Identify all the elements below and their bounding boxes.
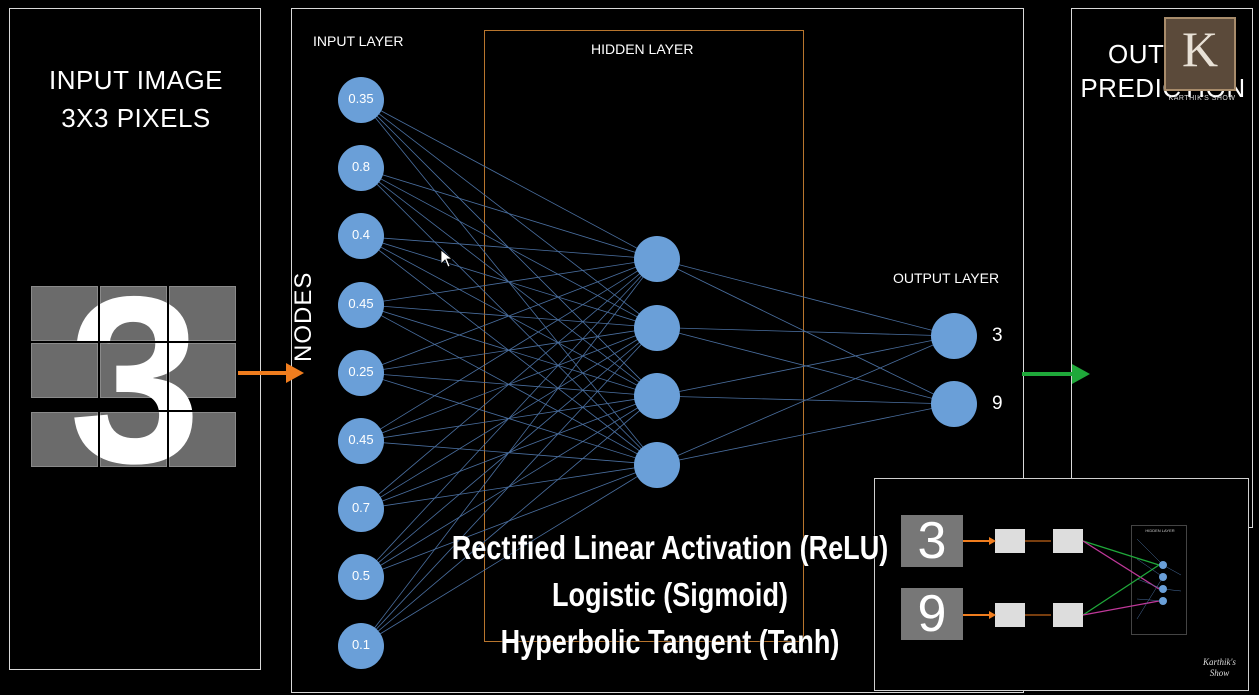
hidden-output-edge (656, 327, 955, 337)
thumb-filter-top-2 (1053, 529, 1083, 553)
input-node-value: 0.45 (348, 432, 374, 447)
input-node-value: 0.45 (348, 295, 374, 311)
network-panel (291, 8, 1024, 693)
pixel-cell (169, 286, 236, 341)
grid-divider (31, 341, 238, 343)
input-hidden-edge (360, 464, 658, 646)
output-arrow (1022, 364, 1090, 384)
input-node-value: 0.25 (348, 363, 374, 379)
logo-text: KARTHIK'S SHOW (1168, 95, 1236, 102)
caption-tanh: Hyperbolic Tangent (Tanh) (500, 623, 840, 660)
hidden-node (634, 236, 680, 282)
input-layer-label: INPUT LAYER (313, 33, 404, 49)
hidden-output-edge (656, 335, 955, 397)
input-hidden-edge (360, 258, 658, 510)
input-node: 0.1 (338, 622, 384, 669)
output-node-label: 3 (992, 325, 1003, 346)
signature: Karthik's Show (1203, 657, 1236, 679)
input-node-value: 0.1 (351, 636, 371, 652)
input-node-value: 0.4 (351, 227, 371, 243)
thumb-filter-top-1 (995, 529, 1025, 553)
input-hidden-edge (360, 99, 658, 260)
input-hidden-edge (360, 258, 658, 578)
input-title-line2: 3X3 PIXELS (61, 103, 211, 133)
logo-letter: K (1181, 21, 1219, 77)
pixel-cell (169, 412, 236, 467)
input-node: 0.35 (338, 77, 384, 123)
thumb-hidden-layer: HIDDEN LAYER (1131, 525, 1187, 635)
hidden-node (634, 304, 680, 351)
hidden-node (634, 373, 680, 419)
caption-sigmoid: Logistic (Sigmoid) (551, 576, 789, 613)
output-node-label: 9 (992, 393, 1003, 414)
output-prediction-title: OUTPUT PREDICTION (1072, 37, 1254, 105)
mouse-cursor-icon (441, 250, 453, 268)
input-node-value: 0.5 (351, 568, 371, 584)
thumb-digit-bottom: 9 (901, 588, 963, 640)
input-node: 0.45 (338, 418, 384, 464)
pixel-cell (31, 343, 98, 398)
hidden-layer-box (484, 30, 804, 642)
input-image-panel: INPUT IMAGE 3X3 PIXELS (9, 8, 261, 670)
thumb-filter-bottom-2 (1053, 603, 1083, 627)
grid-divider (98, 286, 100, 470)
hidden-layer-label: HIDDEN LAYER (591, 41, 694, 57)
grid-divider (167, 286, 169, 470)
output-node (931, 381, 977, 427)
caption-relu: Rectified Linear Activation (ReLU) (451, 529, 889, 566)
input-hidden-edge (360, 258, 658, 305)
input-node-value: 0.7 (351, 500, 371, 516)
signature-line1: Karthik's (1203, 657, 1236, 667)
input-title-line1: INPUT IMAGE (48, 65, 224, 95)
pixel-cell (169, 343, 236, 398)
input-hidden-edge (360, 258, 658, 442)
input-node: 0.45 (338, 281, 384, 328)
input-hidden-edge (360, 395, 658, 646)
pixel-cell (31, 286, 98, 341)
input-node: 0.8 (338, 145, 384, 192)
input-node: 0.4 (338, 213, 384, 260)
input-node: 0.5 (338, 554, 384, 601)
input-hidden-edge (360, 258, 658, 646)
channel-logo: K KARTHIK'S SHOW (1164, 17, 1236, 102)
grid-divider (31, 410, 238, 412)
output-prediction-panel: OUTPUT PREDICTION (1071, 8, 1253, 528)
pixel-cell (100, 286, 167, 341)
hidden-output-edge (656, 258, 955, 337)
pixel-cell (100, 343, 167, 398)
thumb-filter-bottom-1 (995, 603, 1025, 627)
input-hidden-edge (360, 327, 658, 646)
hidden-node (634, 441, 680, 488)
hidden-output-edge (656, 335, 955, 465)
input-hidden-edge (360, 236, 658, 260)
thumb-digit-top: 3 (901, 515, 963, 567)
input-node-value: 0.35 (348, 91, 374, 106)
pixel-cell (100, 412, 167, 467)
input-node: 0.25 (338, 349, 384, 396)
output-node (931, 313, 977, 359)
input-hidden-edge (360, 167, 658, 260)
input-digit: 3 (68, 248, 202, 513)
input-node: 0.7 (338, 486, 384, 533)
thumb-hidden-label: HIDDEN LAYER (1145, 528, 1175, 533)
input-node-value: 0.8 (351, 159, 371, 175)
input-image-title: INPUT IMAGE 3X3 PIXELS (10, 61, 262, 137)
input-hidden-edge (360, 258, 658, 374)
input-arrow (238, 363, 304, 383)
signature-line2: Show (1209, 668, 1230, 678)
pixel-cell (31, 412, 98, 467)
hidden-output-edge (656, 403, 955, 465)
inset-thumbnail: 3 9 HIDDEN LAYER (874, 478, 1249, 691)
thumb-connections (963, 537, 1182, 620)
output-layer-label: OUTPUT LAYER (893, 270, 1000, 286)
